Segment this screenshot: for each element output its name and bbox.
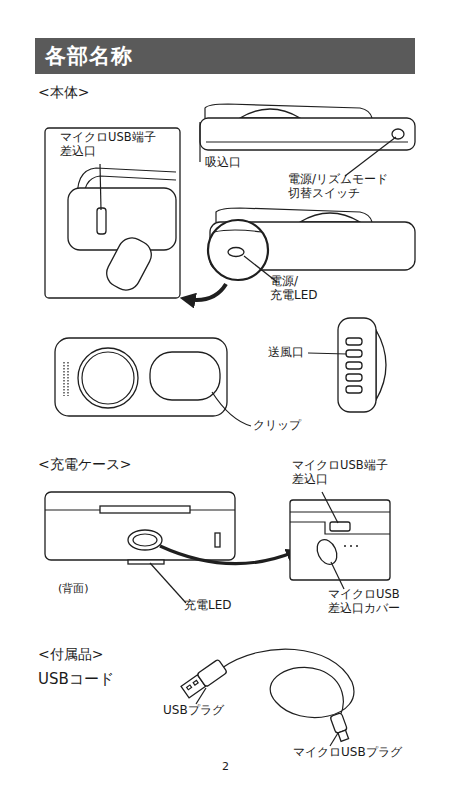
body-side-view <box>206 141 408 142</box>
charging-case-side <box>290 500 390 580</box>
section-heading: <本体> <box>38 84 158 101</box>
charging-case-side <box>290 500 390 580</box>
charging-case-side <box>313 536 340 567</box>
body-front-view <box>55 338 227 416</box>
title-band: 各部名称 <box>35 38 415 74</box>
leader-line <box>331 562 344 589</box>
body-side-view <box>228 248 244 257</box>
charging-case-side <box>330 522 350 531</box>
leader-line <box>100 164 101 210</box>
body-end-view <box>376 330 386 400</box>
body-front-view <box>82 352 134 404</box>
zoom-arrow <box>160 546 294 564</box>
body-side-view <box>214 230 262 232</box>
usb-cord <box>193 680 198 685</box>
usb-cord <box>330 713 351 742</box>
charging-case-side <box>344 545 346 547</box>
leader-line <box>212 392 251 426</box>
body-side-view <box>200 118 415 150</box>
charging-case-side <box>350 545 352 547</box>
section-heading: <充電ケース> <box>38 456 178 473</box>
body-end-view <box>346 374 362 381</box>
charging-case-back <box>128 560 164 564</box>
charging-case-back <box>128 530 162 550</box>
section-heading: <付属品> <box>38 646 158 663</box>
part-name: マイクロUSB端子 差込口 <box>60 131 166 159</box>
leader-line <box>308 353 347 354</box>
part-name: 送風口 <box>268 345 328 359</box>
body-zoom-inset <box>45 128 180 298</box>
body-front-view <box>78 348 138 408</box>
body-side-view <box>392 129 404 139</box>
charging-case-back <box>100 506 190 513</box>
body-zoom-inset <box>97 208 106 234</box>
zoom-arrow <box>186 284 226 300</box>
body-front-view <box>67 362 68 396</box>
part-name: マイクロUSB 差込口カバー <box>328 588 420 616</box>
body-front-view <box>150 352 220 400</box>
body-side-view <box>240 109 300 118</box>
body-side-view <box>208 208 415 280</box>
part-name: 充電LED <box>184 598 264 612</box>
part-name: 吸込口 <box>205 155 275 169</box>
title-text: 各部名称 <box>35 42 133 70</box>
leader-line <box>308 353 347 354</box>
usb-cord <box>180 659 227 698</box>
leader-line <box>150 563 186 603</box>
zoom-arrow <box>186 284 226 300</box>
usb-cord <box>187 685 192 690</box>
body-end-view <box>346 362 362 369</box>
body-side-view <box>300 213 360 222</box>
charging-case-back <box>215 533 220 547</box>
leader-line <box>150 563 186 603</box>
usb-cord <box>338 730 349 741</box>
leader-line <box>322 492 344 589</box>
usb-cord <box>222 649 354 717</box>
body-end-view <box>338 318 386 412</box>
body-side-view <box>208 220 268 280</box>
charging-case-back <box>45 492 235 564</box>
part-name: 電源/ 充電LED <box>270 274 332 303</box>
body-end-view <box>346 338 362 345</box>
view-note: (背面) <box>58 582 118 595</box>
body-end-view <box>338 318 376 412</box>
leader-line <box>100 164 101 210</box>
charging-case-back <box>45 492 235 560</box>
body-side-view <box>205 104 372 118</box>
part-name: クリップ <box>253 418 333 432</box>
leader-line <box>212 392 251 426</box>
charging-case-back <box>133 534 157 546</box>
charging-case-side <box>290 511 390 512</box>
part-name: 電源/リズムモード 切替スイッチ <box>288 172 414 201</box>
body-zoom-inset <box>68 188 176 250</box>
part-name: USBプラグ <box>163 703 253 717</box>
body-end-view <box>346 350 362 357</box>
body-front-view <box>55 338 227 416</box>
body-front-view <box>63 362 64 396</box>
usb-cord <box>197 659 227 687</box>
part-name: マイクロUSBプラグ <box>293 745 423 759</box>
leader-line <box>322 492 338 523</box>
charging-case-side <box>290 522 390 534</box>
usb-cord <box>180 649 353 742</box>
body-zoom-inset <box>45 128 180 298</box>
body-end-view <box>346 386 362 393</box>
leader-line <box>200 122 396 176</box>
accessory-name: USBコード <box>38 670 158 688</box>
leader-line <box>330 733 338 746</box>
leader-line <box>196 688 206 704</box>
zoom-arrow <box>160 546 294 564</box>
body-zoom-inset <box>102 233 156 295</box>
part-name: マイクロUSB端子 差込口 <box>292 459 398 487</box>
page-number: 2 <box>222 760 242 773</box>
charging-case-side <box>356 545 358 547</box>
leader-line <box>199 122 200 162</box>
body-side-view <box>200 104 415 150</box>
leader-line <box>345 137 396 176</box>
